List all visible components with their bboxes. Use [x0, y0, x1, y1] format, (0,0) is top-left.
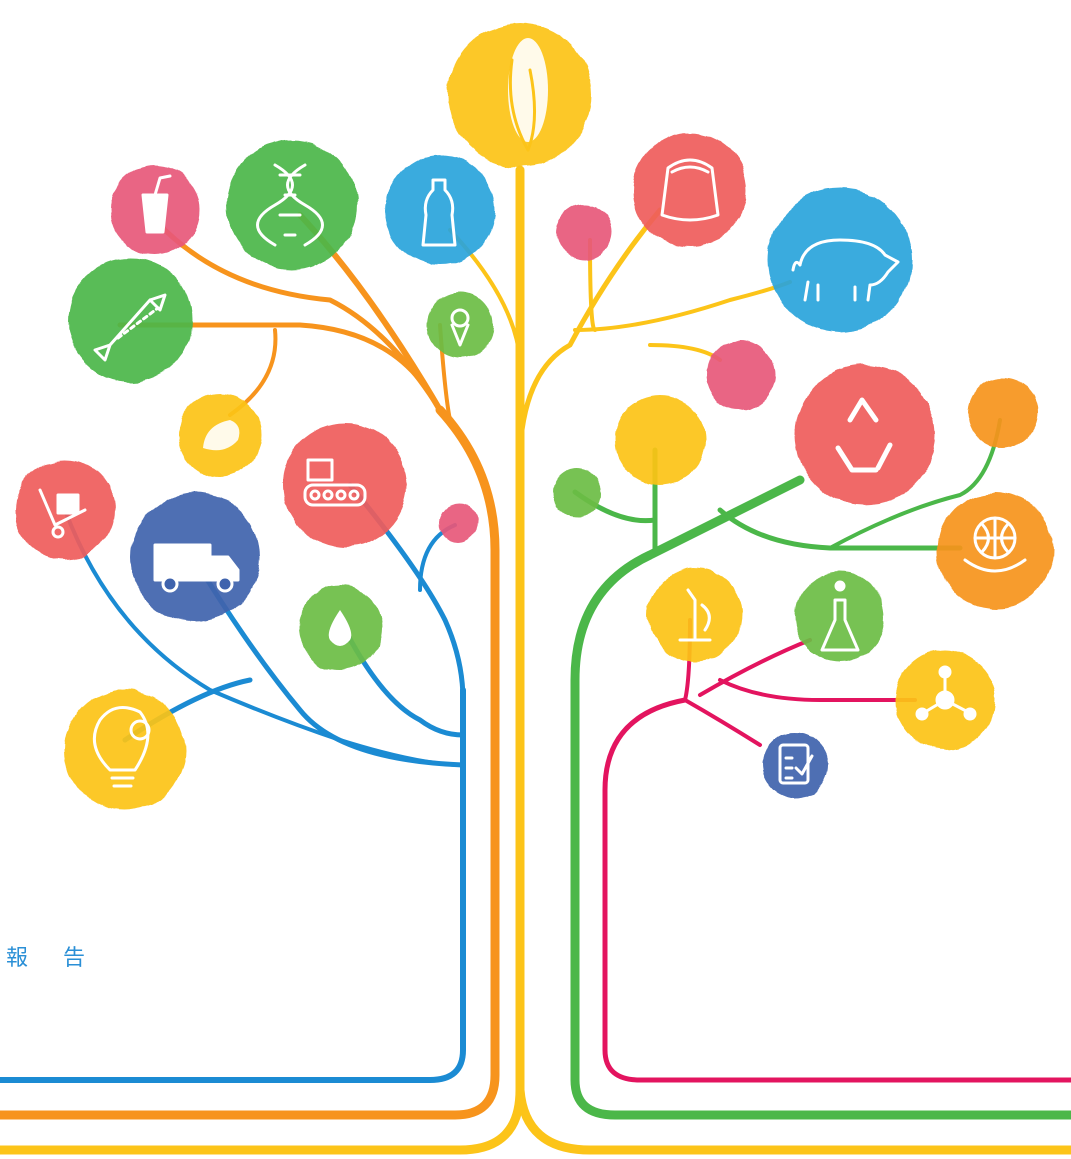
- drink-cup-icon: [141, 174, 172, 234]
- truck-icon: [153, 543, 240, 593]
- corn-icon: [508, 38, 548, 152]
- globe-hand-icon: [963, 516, 1027, 573]
- bread-icon: [203, 420, 240, 451]
- green-trunk: [570, 475, 1071, 1120]
- dna-icon: [256, 163, 324, 247]
- water-bottle-icon: [421, 178, 457, 247]
- orange-trunk: [0, 405, 500, 1120]
- checklist-icon: [778, 743, 814, 785]
- yellow-trunk-right: [515, 1085, 1071, 1155]
- candy-icon: [93, 293, 167, 362]
- molecule-icon: [915, 665, 977, 721]
- lightbulb-gear-icon: [92, 706, 151, 788]
- conveyor-icon: [303, 458, 367, 507]
- recycle-icon: [835, 397, 893, 473]
- flask-icon: [820, 580, 860, 652]
- microscope-icon: [678, 588, 712, 642]
- magenta-trunk: [602, 697, 1071, 1083]
- blue-trunk: [0, 687, 466, 1083]
- pig-icon: [791, 238, 900, 302]
- ice-cream-icon: [450, 308, 470, 347]
- flour-sack-icon: [660, 158, 720, 222]
- report-caption: 報 告: [6, 946, 99, 971]
- hand-truck-icon: [38, 488, 87, 539]
- water-drop-icon: [328, 610, 352, 646]
